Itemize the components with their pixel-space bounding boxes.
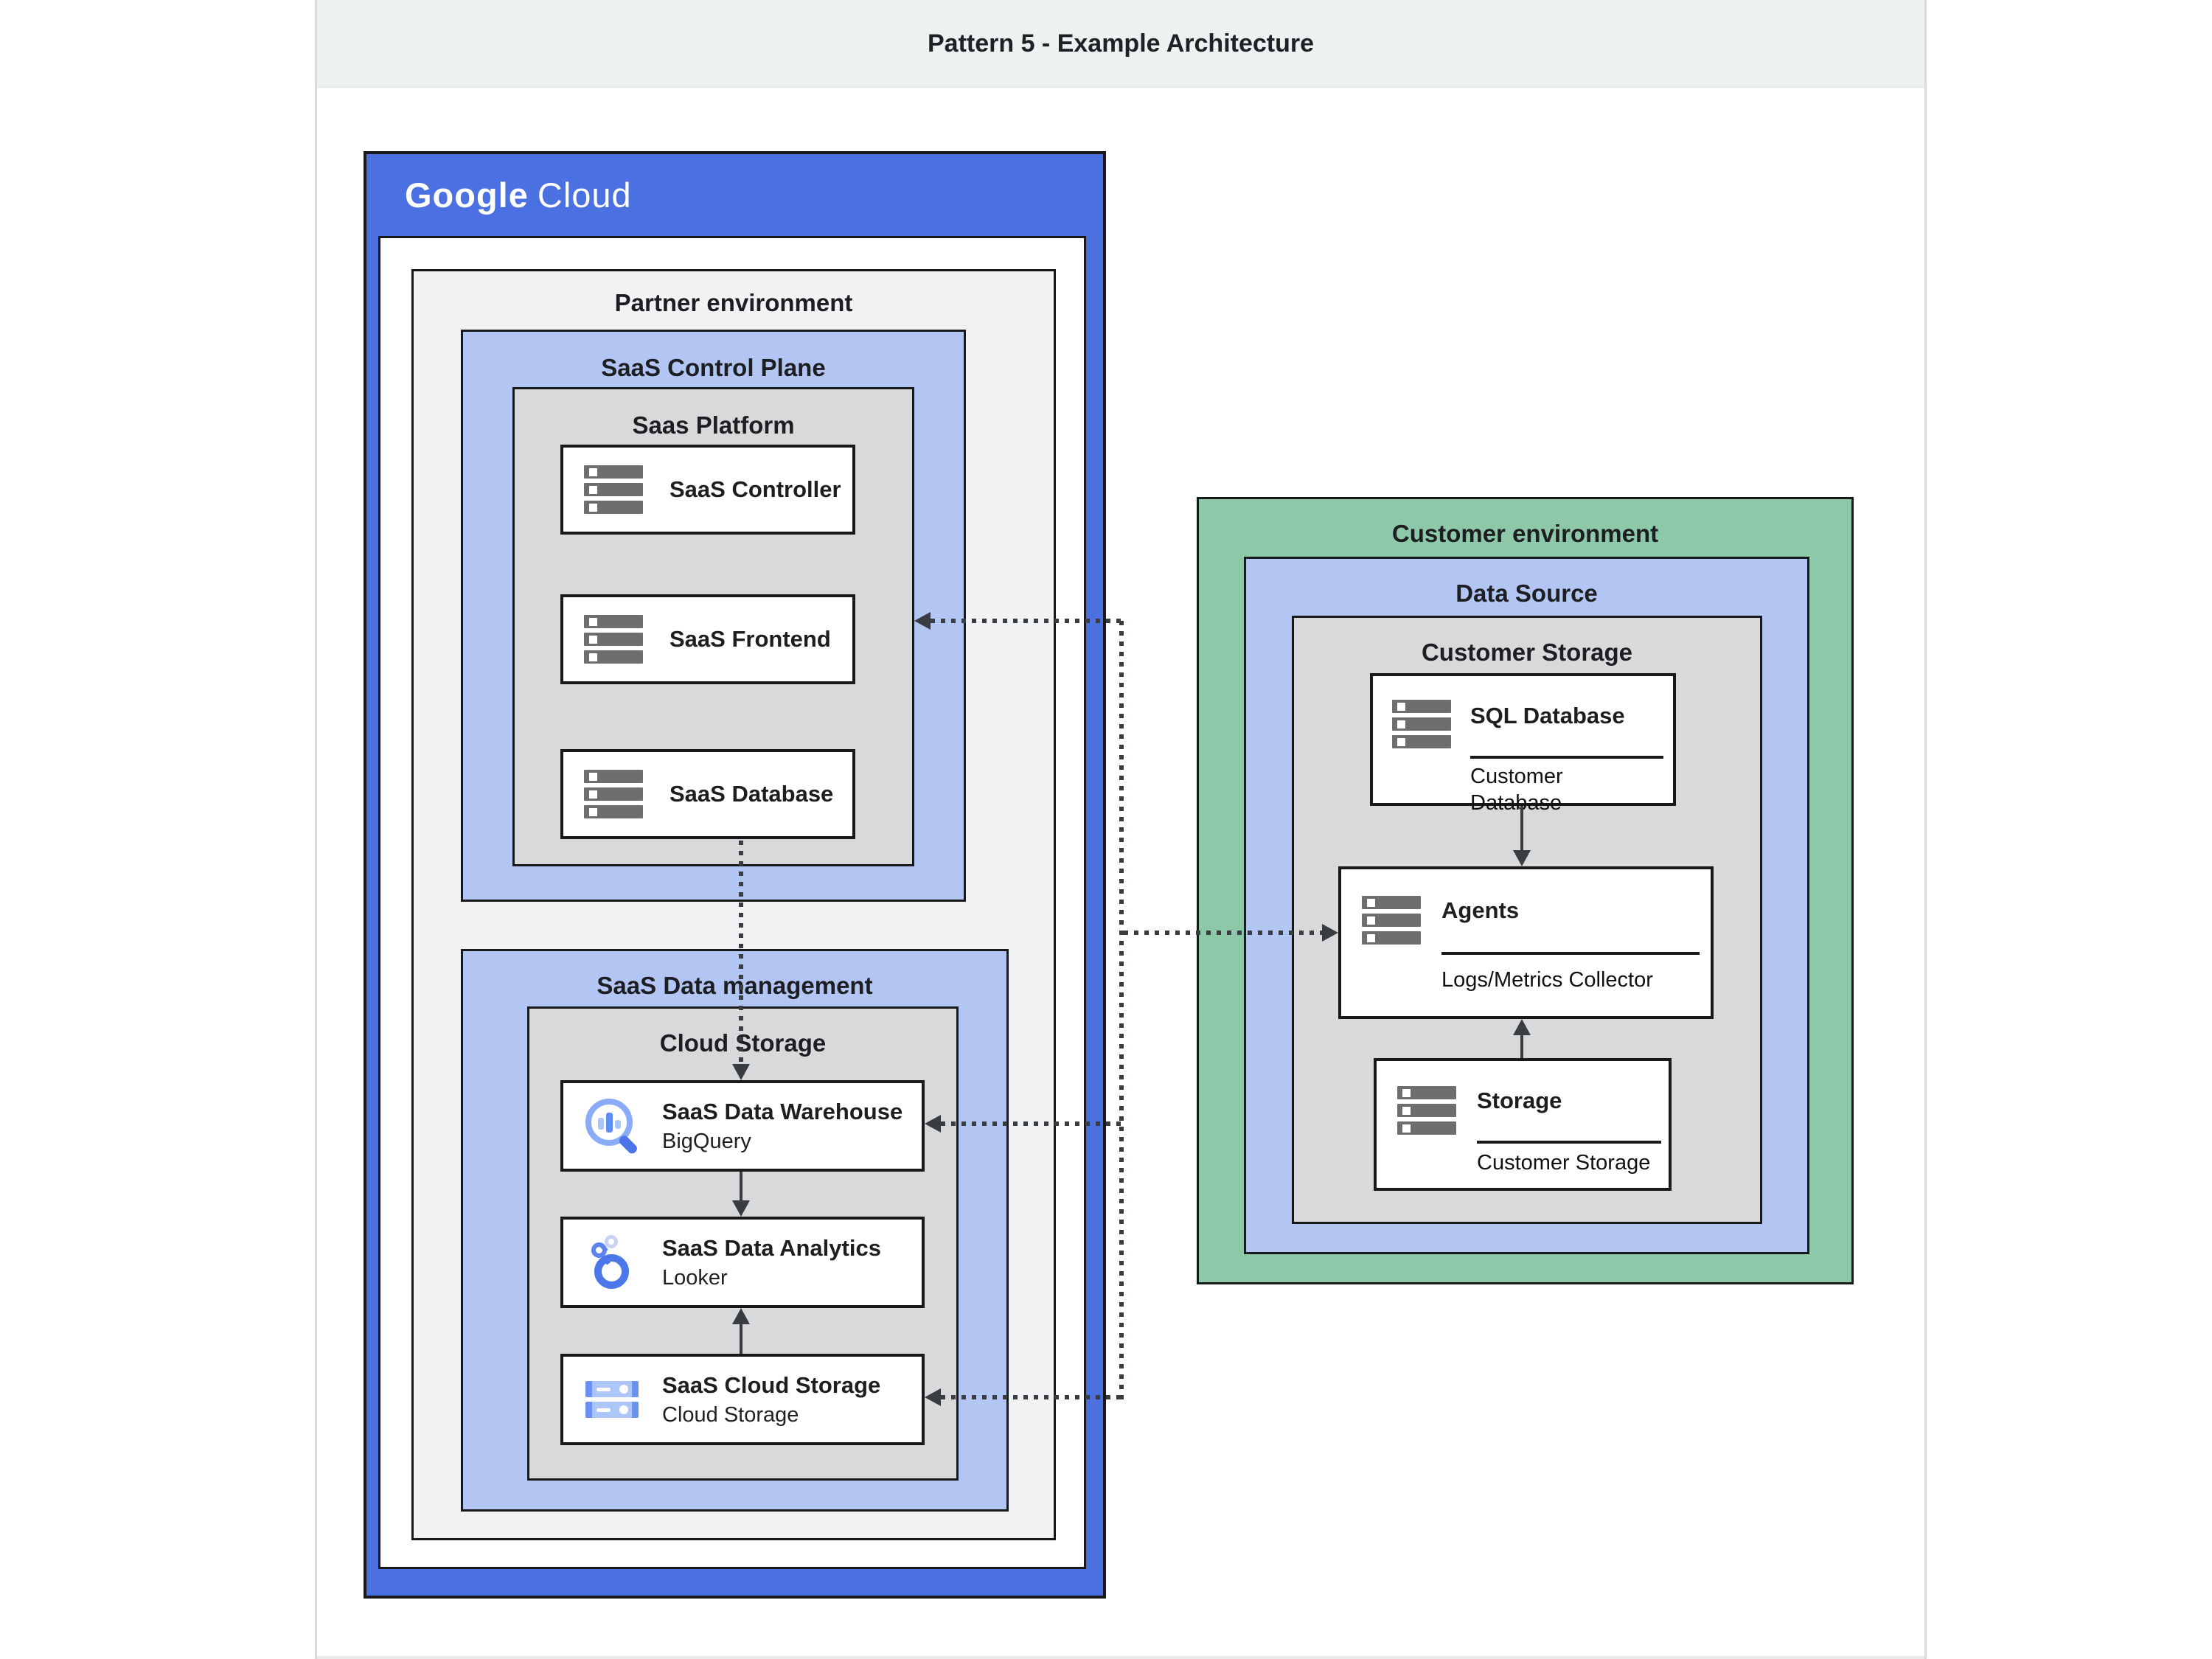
saas-frontend-label: SaaS Frontend: [669, 626, 831, 652]
saas-database-box: SaaS Database: [560, 749, 855, 839]
storage-subtitle: Customer Storage: [1477, 1151, 1651, 1175]
sql-database-divider: [1470, 756, 1663, 759]
saas-data-analytics-subtitle: Looker: [662, 1265, 728, 1290]
arrow-warehouse-to-analytics-line: [740, 1172, 742, 1202]
saas-cloud-storage-title: SaaS Cloud Storage: [662, 1371, 881, 1398]
agents-subtitle: Logs/Metrics Collector: [1441, 968, 1653, 992]
customer-storage-zone-label: Customer Storage: [1421, 639, 1633, 666]
saas-platform-label: Saas Platform: [632, 411, 795, 439]
sheet-bottom-edge: [317, 1656, 1924, 1659]
arrow-custstorage-to-agents-line: [1520, 1035, 1523, 1058]
arrow-saas-database-to-warehouse-head: [732, 1064, 750, 1080]
server-icon: [1397, 1082, 1456, 1139]
server-icon: [1392, 695, 1451, 753]
arrow-custstorage-to-agents-head: [1513, 1019, 1531, 1035]
saas-cloud-storage-box: SaaS Cloud Storage Cloud Storage: [560, 1354, 925, 1445]
cloud-storage-icon: [585, 1381, 639, 1418]
arrow-into-warehouse-line: [941, 1121, 1122, 1126]
sql-database-box: SQL Database Customer Database: [1370, 673, 1676, 815]
agents-title: Agents: [1441, 897, 1520, 923]
arrow-storage-to-analytics-head: [732, 1308, 750, 1324]
partner-environment-label: Partner environment: [614, 289, 853, 316]
saas-data-analytics-box: SaaS Data Analytics Looker: [560, 1217, 925, 1308]
saas-database-label: SaaS Database: [669, 781, 834, 807]
saas-control-plane-label: SaaS Control Plane: [601, 354, 826, 381]
saas-data-warehouse-subtitle: BigQuery: [662, 1129, 751, 1153]
page-title: Pattern 5 - Example Architecture: [927, 29, 1315, 58]
sql-database-subtitle: Customer Database: [1470, 765, 1563, 815]
server-icon: [584, 611, 643, 668]
storage-box: Storage Customer Storage: [1374, 1058, 1672, 1191]
sheet-left-edge: [315, 0, 317, 1659]
arrow-into-saas-cloud-storage-line: [941, 1395, 1122, 1399]
arrow-into-saas-frontend-line: [931, 619, 1122, 623]
server-icon: [584, 765, 643, 823]
saas-data-warehouse-box: SaaS Data Warehouse BigQuery: [560, 1080, 925, 1172]
google-cloud-logo-word1: Google: [405, 175, 529, 215]
storage-divider: [1477, 1141, 1661, 1144]
arrow-storage-to-analytics-line: [740, 1323, 742, 1354]
server-icon: [584, 461, 643, 518]
arrow-saas-database-to-warehouse-line: [739, 841, 743, 1064]
arrow-into-warehouse-head: [925, 1115, 941, 1133]
arrow-into-agents-head: [1322, 924, 1338, 942]
server-icon: [1362, 891, 1421, 949]
saas-frontend-box: SaaS Frontend: [560, 594, 855, 684]
saas-controller-box: SaaS Controller: [560, 445, 855, 535]
saas-cloud-storage-subtitle: Cloud Storage: [662, 1402, 799, 1427]
agents-box: Agents Logs/Metrics Collector: [1338, 866, 1714, 1019]
saas-data-warehouse-title: SaaS Data Warehouse: [662, 1098, 903, 1124]
sheet-right-edge: [1924, 0, 1927, 1659]
arrow-into-saas-cloud-storage-head: [925, 1388, 941, 1406]
dotted-trunk-vertical: [1119, 621, 1124, 1399]
saas-data-management-label: SaaS Data management: [597, 972, 873, 999]
saas-controller-label: SaaS Controller: [669, 476, 841, 502]
saas-data-analytics-title: SaaS Data Analytics: [662, 1234, 881, 1261]
arrow-sqldb-to-agents-head: [1513, 850, 1531, 866]
arrow-warehouse-to-analytics-head: [732, 1200, 750, 1217]
arrow-into-saas-frontend-head: [914, 612, 931, 630]
bigquery-icon: [585, 1099, 640, 1155]
storage-title: Storage: [1477, 1088, 1562, 1113]
google-cloud-logo-word2: Cloud: [537, 175, 632, 215]
arrow-into-agents-line: [1124, 931, 1323, 935]
data-source-label: Data Source: [1455, 580, 1598, 607]
sql-database-title: SQL Database: [1470, 703, 1625, 728]
header-band: Pattern 5 - Example Architecture: [317, 0, 1924, 88]
customer-environment-label: Customer environment: [1391, 520, 1659, 547]
looker-icon: [585, 1235, 640, 1290]
agents-divider: [1441, 952, 1700, 955]
arrow-sqldb-to-agents-line: [1520, 806, 1523, 852]
